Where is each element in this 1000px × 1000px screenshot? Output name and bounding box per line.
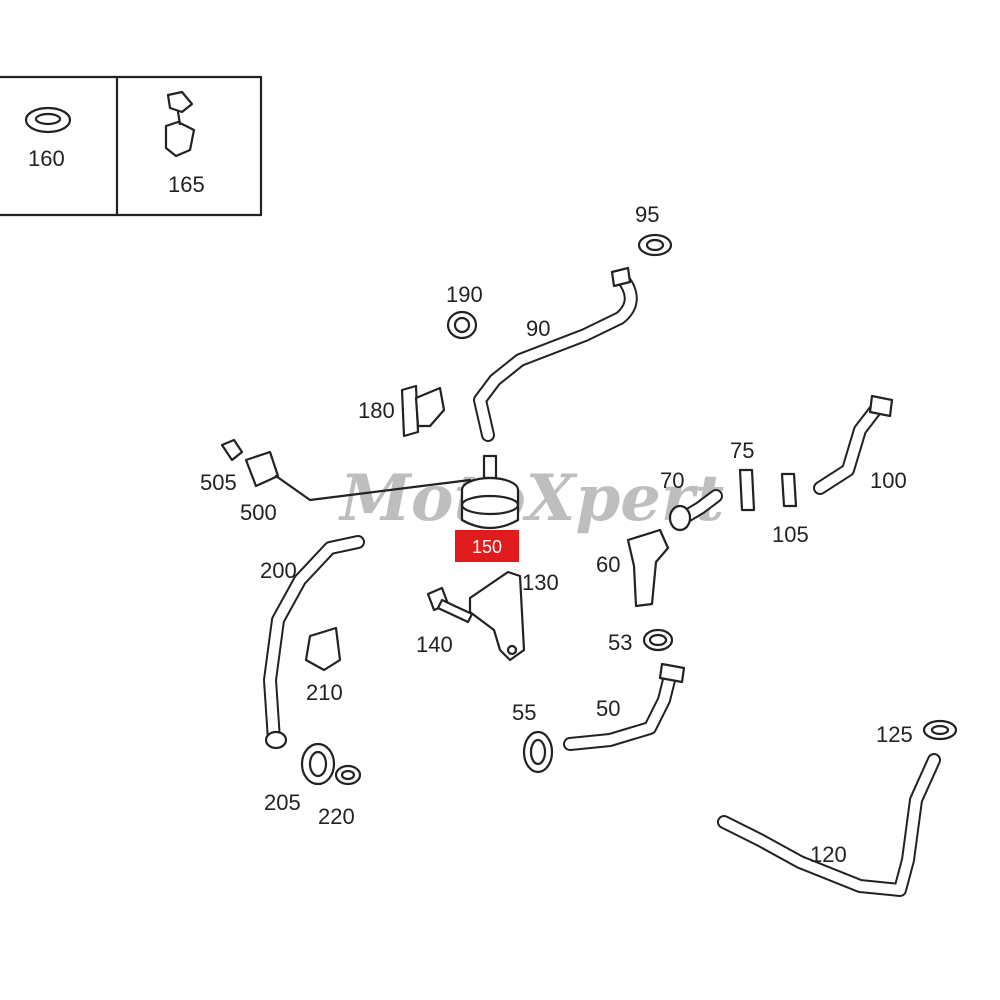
clip-icon — [164, 90, 196, 158]
bracket-180 — [400, 384, 446, 438]
legend-label-165: 165 — [168, 172, 205, 197]
sensor-505 — [220, 438, 244, 462]
label-210: 210 — [306, 680, 343, 705]
grommet-190 — [446, 310, 478, 340]
hose-90 — [473, 266, 638, 442]
hose-70 — [668, 489, 723, 532]
label-205: 205 — [264, 790, 301, 815]
clip-105 — [780, 472, 798, 508]
label-90: 90 — [526, 316, 550, 341]
highlight-box — [455, 530, 519, 562]
connector-500 — [244, 450, 472, 502]
legend-box: 160 165 — [0, 75, 263, 217]
seal-ring-icon — [24, 106, 72, 134]
label-95: 95 — [635, 202, 659, 227]
hose-120 — [717, 753, 941, 897]
hose-200 — [263, 535, 365, 750]
label-150: 150 — [472, 537, 502, 557]
clamp-55 — [522, 730, 554, 774]
pump-150 — [460, 454, 520, 530]
label-190: 190 — [446, 282, 483, 307]
label-75: 75 — [730, 438, 754, 463]
hose-50 — [563, 662, 686, 751]
clamp-125 — [922, 719, 958, 741]
clip-75 — [738, 468, 756, 512]
label-125: 125 — [876, 722, 913, 747]
label-200: 200 — [260, 558, 297, 583]
label-60: 60 — [596, 552, 620, 577]
label-105: 105 — [772, 522, 809, 547]
label-500: 500 — [240, 500, 277, 525]
label-53: 53 — [608, 630, 632, 655]
clamp-220 — [334, 764, 362, 786]
fitting-60 — [626, 528, 670, 608]
label-180: 180 — [358, 398, 395, 423]
bolt-140 — [426, 586, 474, 624]
bracket-210 — [304, 626, 342, 672]
label-140: 140 — [416, 632, 453, 657]
bracket-130 — [468, 570, 526, 662]
label-220: 220 — [318, 804, 355, 829]
watermark: MotoXpert — [338, 461, 724, 536]
label-55: 55 — [512, 700, 536, 725]
o-ring-53 — [642, 628, 674, 652]
label-50: 50 — [596, 696, 620, 721]
clamp-95 — [637, 233, 673, 257]
legend-label-160: 160 — [28, 146, 65, 171]
label-100: 100 — [870, 468, 907, 493]
label-70: 70 — [660, 468, 684, 493]
clamp-205 — [300, 742, 336, 786]
hose-100 — [813, 394, 894, 495]
label-505: 505 — [200, 470, 237, 495]
label-120: 120 — [810, 842, 847, 867]
label-130: 130 — [522, 570, 559, 595]
